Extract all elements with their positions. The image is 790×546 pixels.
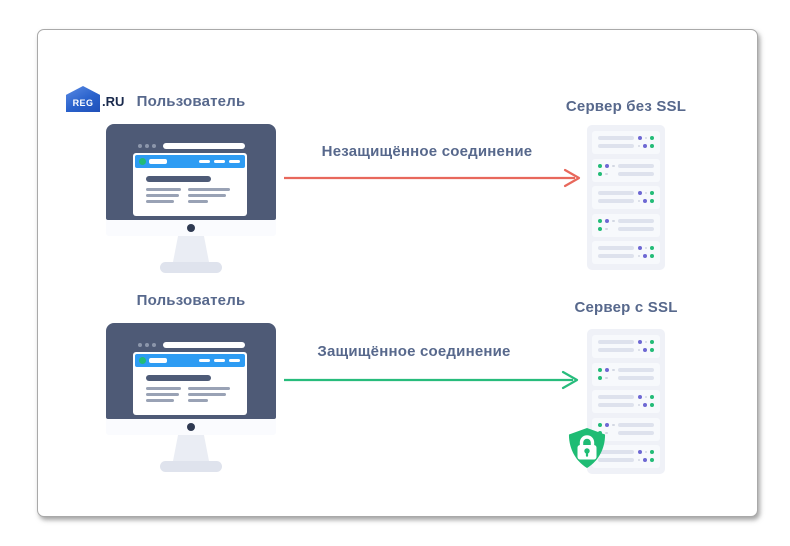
browser-window	[133, 339, 247, 415]
site-logo-dot	[139, 158, 146, 165]
content-text-line	[146, 194, 179, 197]
insecure-arrow	[284, 168, 581, 188]
site-menu-dashes	[199, 359, 240, 362]
site-brand-pill	[149, 358, 167, 363]
content-text-line	[146, 393, 179, 396]
user-label-bottom: Пользователь	[136, 292, 246, 309]
monitor-camera-dot	[187, 224, 195, 232]
browser-window	[133, 140, 247, 216]
user-computer-bottom	[106, 323, 276, 473]
monitor-stand-neck	[173, 236, 209, 262]
content-text-line	[188, 399, 208, 402]
server-unit	[592, 131, 660, 154]
reg-logo-text: REG	[72, 98, 94, 108]
insecure-connection-label: Незащищённое соединение	[321, 143, 533, 160]
site-menu-dashes	[199, 160, 240, 163]
content-text-line	[188, 200, 208, 203]
reg-logo-ru-text: .RU	[102, 94, 125, 109]
server-unit	[592, 186, 660, 209]
browser-page	[133, 352, 247, 415]
site-nav-bar	[135, 155, 245, 168]
content-text-line	[146, 200, 174, 203]
content-text-line	[146, 188, 181, 191]
site-logo-dot	[139, 357, 146, 364]
content-text-line	[146, 387, 181, 390]
server-unit	[592, 214, 660, 237]
server-unit	[592, 363, 660, 386]
content-text-line	[188, 387, 230, 390]
content-text-line	[188, 194, 226, 197]
server-unit	[592, 445, 660, 468]
monitor-camera-dot	[187, 423, 195, 431]
user-label-top: Пользователь	[136, 93, 246, 110]
server-rack-no-ssl	[587, 125, 665, 270]
user-computer-top	[106, 124, 276, 274]
ssl-shield-lock-icon	[568, 428, 606, 468]
reg-logo-house-icon: REG	[66, 86, 100, 112]
content-heading-bar	[146, 375, 211, 381]
server-label-top: Сервер без SSL	[565, 98, 687, 115]
browser-address-bar	[163, 143, 245, 149]
content-text-line	[188, 188, 230, 191]
monitor-stand-base	[160, 262, 222, 273]
monitor-stand-base	[160, 461, 222, 472]
server-label-bottom: Сервер с SSL	[574, 299, 678, 316]
content-text-line	[188, 393, 226, 396]
secure-connection-label: Защищённое соединение	[317, 343, 511, 360]
content-heading-bar	[146, 176, 211, 182]
server-unit	[592, 390, 660, 413]
server-unit	[592, 241, 660, 264]
server-unit	[592, 335, 660, 358]
reg-ru-logo: REG .RU	[66, 86, 146, 114]
server-unit	[592, 159, 660, 182]
browser-page	[133, 153, 247, 216]
browser-window-buttons	[138, 343, 156, 347]
site-nav-bar	[135, 354, 245, 367]
site-brand-pill	[149, 159, 167, 164]
secure-arrow	[284, 370, 579, 390]
browser-address-bar	[163, 342, 245, 348]
browser-window-buttons	[138, 144, 156, 148]
content-text-line	[146, 399, 174, 402]
monitor-stand-neck	[173, 435, 209, 461]
